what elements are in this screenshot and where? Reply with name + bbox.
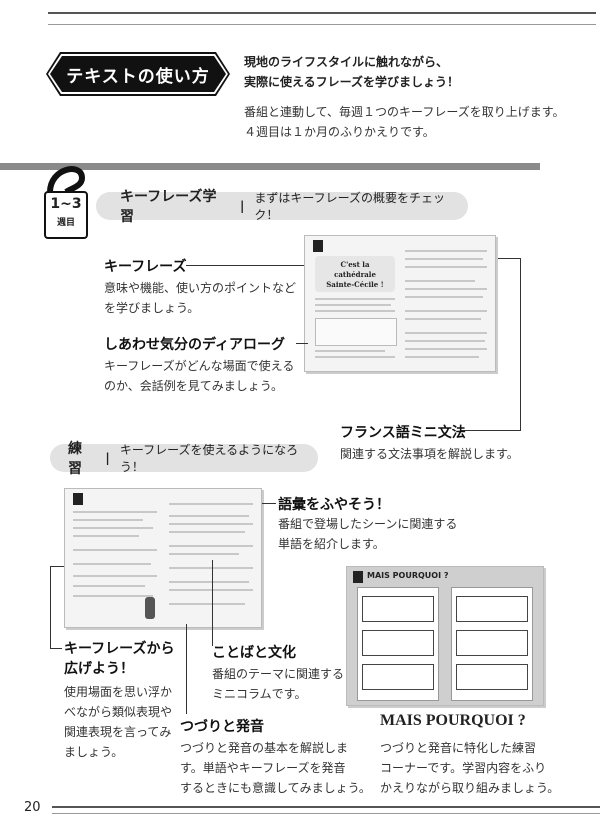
- week-tag: 1~3 週目: [44, 191, 88, 239]
- expand-head-2: 広げよう！: [64, 661, 134, 677]
- expand-bracket-side: [50, 566, 51, 648]
- divider-band: [0, 163, 540, 170]
- mais-panel-left: [357, 587, 439, 701]
- expand-bracket-bottom: [50, 648, 62, 649]
- section-badge: テキストの使い方: [50, 56, 226, 92]
- expand-text-1: 使用場面を思い浮か: [64, 685, 173, 699]
- vocab-head: 語彙をふやそう！: [278, 497, 390, 513]
- thumb-title: C'est la cathédrale Sainte-Cécile !: [319, 260, 391, 290]
- keyphrase-leader: [186, 265, 304, 266]
- mais-text-2: コーナーです。学習内容をふり: [380, 761, 547, 775]
- keyphrase-text-2: を学びましょう。: [104, 301, 200, 315]
- spelling-head: つづりと発音: [180, 719, 264, 735]
- intro-text-1: 番組と連動して、毎週１つのキーフレーズを取り上げます。: [244, 105, 565, 119]
- thumb-badge-2: [73, 493, 83, 505]
- dialogue-text-2: のか、会話例を見てみましょう。: [104, 379, 284, 393]
- dialogue-head: しあわせ気分のディアローグ: [104, 337, 286, 353]
- keyphrase-head: キーフレーズ: [104, 259, 187, 275]
- dialogue-text-1: キーフレーズがどんな場面で使える: [104, 359, 295, 373]
- grammar-bracket-down: [520, 310, 521, 430]
- culture-leader: [212, 560, 213, 646]
- mais-thumb-title: MAIS POURQUOI ?: [367, 571, 449, 580]
- culture-head: ことばと文化: [212, 645, 296, 661]
- grammar-leader: [460, 430, 521, 431]
- section1-title: キーフレーズ学習: [120, 189, 217, 225]
- culture-text-1: 番組のテーマに関連する: [212, 667, 345, 681]
- grammar-head: フランス語ミニ文法: [340, 425, 466, 441]
- section2-title: 練習: [68, 441, 82, 477]
- hook-icon: [47, 166, 86, 195]
- thumb-badge: [313, 240, 323, 252]
- top-rule: [48, 12, 596, 25]
- grammar-bracket-top: [498, 258, 520, 259]
- vocab-text-2: 単語を紹介します。: [278, 537, 385, 551]
- pill-separator: |: [239, 199, 245, 213]
- thumb-title-1: C'est la cathédrale: [334, 260, 376, 279]
- mais-pourquoi-thumbnail: MAIS POURQUOI ?: [346, 566, 544, 706]
- thumb-title-box: [315, 256, 395, 292]
- week-number: 1~3: [50, 196, 82, 212]
- keyphrase-text-1: 意味や機能、使い方のポイントなど: [104, 281, 297, 295]
- expand-bracket-top: [50, 566, 64, 567]
- pill-separator-2: |: [105, 451, 110, 465]
- thumb-badge-3: [353, 571, 363, 583]
- section2-subtitle: キーフレーズを使えるようになろう！: [119, 443, 299, 474]
- bottom-rule: [52, 806, 600, 814]
- mais-head: MAIS POURQUOI ?: [380, 712, 526, 729]
- mais-text-1: つづりと発音に特化した練習: [380, 741, 537, 755]
- spelling-text-1: つづりと発音の基本を解説しま: [180, 741, 349, 755]
- mais-text-3: かえりながら取り組みましょう。: [380, 781, 560, 795]
- expand-text-3: 関連表現を言ってみ: [64, 725, 172, 739]
- grammar-text: 関連する文法事項を解説します。: [340, 447, 519, 461]
- intro-bold-2: 実際に使えるフレーズを学びましょう！: [244, 75, 460, 89]
- keyphrase-page-thumbnail: C'est la cathédrale Sainte-Cécile !: [304, 235, 496, 372]
- section1-subtitle: まずはキーフレーズの概要をチェック！: [254, 191, 446, 222]
- practice-page-thumbnail: [64, 488, 262, 628]
- thumb-person: [145, 597, 155, 619]
- culture-text-2: ミニコラムです。: [212, 687, 307, 701]
- vocab-leader: [262, 503, 276, 504]
- spelling-text-2: す。単語やキーフレーズを発音: [180, 761, 346, 775]
- vocab-text-1: 番組で登場したシーンに関連する: [278, 517, 458, 531]
- dialogue-leader: [296, 343, 308, 344]
- expand-head-1: キーフレーズから: [64, 641, 175, 657]
- week-label: 週目: [56, 218, 75, 228]
- intro-bold-1: 現地のライフスタイルに触れながら、: [244, 55, 449, 69]
- spelling-leader: [186, 624, 187, 714]
- thumb-title-2: Sainte-Cécile !: [326, 280, 384, 289]
- section2-pill: 練習 | キーフレーズを使えるようになろう！: [50, 441, 318, 477]
- thumb-dialogue: [315, 318, 397, 346]
- page-number: 20: [24, 800, 41, 815]
- expand-text-2: べながら類似表現や: [64, 705, 173, 719]
- grammar-bracket-side: [520, 258, 521, 310]
- spelling-text-3: するときにも意識してみましょう。: [180, 781, 371, 795]
- section1-pill: キーフレーズ学習 | まずはキーフレーズの概要をチェック！: [96, 189, 468, 225]
- intro-text-2: ４週目は１か月のふりかえりです。: [244, 125, 435, 139]
- expand-text-4: ましょう。: [64, 745, 124, 759]
- mais-panel-right: [451, 587, 533, 701]
